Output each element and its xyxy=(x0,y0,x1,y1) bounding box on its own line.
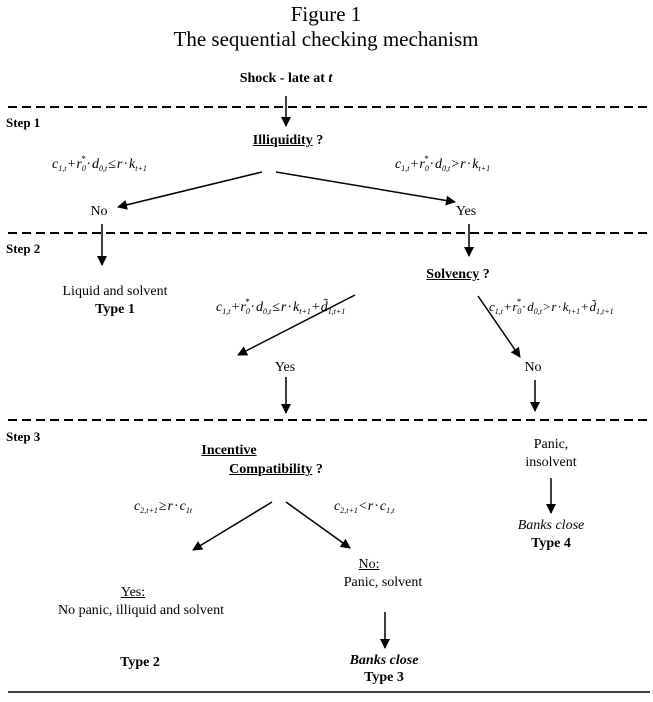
illiquidity-question: Illiquidity ? xyxy=(253,134,323,148)
solvency-no-condition: c1,t+r0*·d0,t>r·kt+1+d̃1,t+1 xyxy=(489,297,614,316)
solvency-yes-answer: Yes xyxy=(274,360,296,375)
figure-number: Figure 1 xyxy=(290,2,362,26)
step-2-label: Step 2 xyxy=(6,241,41,256)
type3-heading: No: xyxy=(358,557,380,572)
type3-status: Banks close xyxy=(349,653,419,668)
solvency-question: Solvency ? xyxy=(426,268,489,282)
step-3-label: Step 3 xyxy=(6,429,41,444)
shock-label-var: t xyxy=(328,71,333,86)
illiquidity-yes-answer: Yes xyxy=(455,204,477,219)
type4-label: Type 4 xyxy=(531,536,571,551)
shock-label: Shock - late at t xyxy=(240,72,333,86)
type2-heading: Yes: xyxy=(120,585,146,600)
type3-description: Panic, solvent xyxy=(343,575,423,590)
question-mark: ? xyxy=(479,267,490,282)
solvency-no-answer: No xyxy=(524,360,542,375)
type1-description: Liquid and solvent xyxy=(62,284,168,299)
illiquidity-no-answer: No xyxy=(90,204,108,219)
ic-question-line1: Incentive xyxy=(201,443,257,458)
ic-question-line2: Compatibility ? xyxy=(229,463,323,477)
illiquidity-label: Illiquidity xyxy=(252,133,313,148)
arrow-illiquidity-yes xyxy=(275,171,456,206)
ic-no-condition: c2,t+1<r·c1,t xyxy=(334,499,395,515)
type2-label: Type 2 xyxy=(120,655,160,670)
type4-description-line2: insolvent xyxy=(525,455,577,470)
solvency-label: Solvency xyxy=(426,267,480,282)
illiquidity-no-condition: c1,t+r0*·d0,t≤r·kt+1 xyxy=(52,154,147,173)
shock-label-text: Shock - late at xyxy=(239,71,329,86)
arrow-ic-yes xyxy=(192,501,273,551)
type1-label: Type 1 xyxy=(95,302,135,317)
arrow-ic-no xyxy=(285,501,351,549)
compatibility-label: Compatibility xyxy=(229,462,313,477)
arrow-illiquidity-no xyxy=(117,171,263,210)
illiquidity-yes-condition: c1,t+r0*·d0,t>r·kt+1 xyxy=(395,154,491,173)
ic-yes-condition: c2,t+1≥r·c1t xyxy=(134,499,193,515)
figure-title: The sequential checking mechanism xyxy=(173,27,479,51)
arrow-solvency-no xyxy=(477,295,521,358)
type4-description-line1: Panic, xyxy=(533,437,569,452)
question-mark: ? xyxy=(312,133,324,148)
type2-description: No panic, illiquid and solvent xyxy=(57,603,225,618)
question-mark: ? xyxy=(312,462,323,477)
arrow-solvency-yes xyxy=(237,294,356,356)
type4-status: Banks close xyxy=(517,518,585,533)
step-1-label: Step 1 xyxy=(6,115,41,130)
solvency-yes-condition: c1,t+r0*·d0,t≤r·kt+1+d̃1,t+1 xyxy=(216,297,346,316)
type3-label: Type 3 xyxy=(364,670,404,685)
